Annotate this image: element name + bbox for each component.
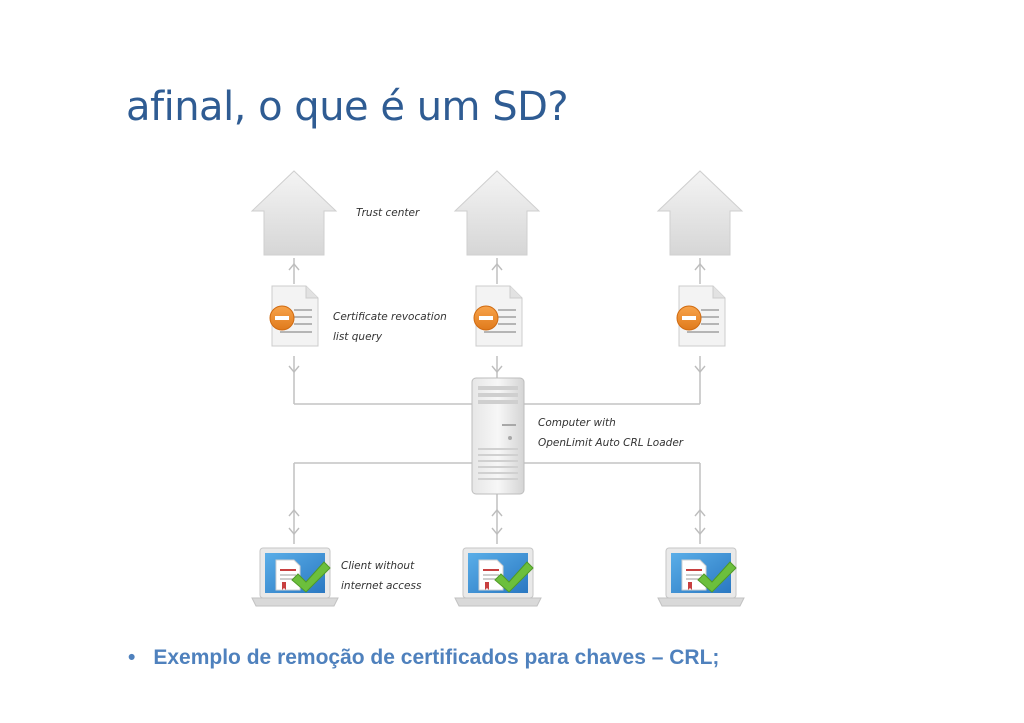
label-client-line2: internet access bbox=[341, 580, 422, 592]
label-crl-line1: Certificate revocation bbox=[333, 311, 447, 323]
minus-badge-icon bbox=[676, 305, 702, 331]
label-computer-line2: OpenLimit Auto CRL Loader bbox=[538, 437, 684, 449]
label-crl-line2: list query bbox=[333, 331, 383, 343]
house-icon bbox=[251, 170, 337, 256]
laptop-icon bbox=[657, 547, 745, 607]
laptop-icon bbox=[251, 547, 339, 607]
label-client-line1: Client without bbox=[341, 560, 415, 572]
house-icon bbox=[657, 170, 743, 256]
server-tower-icon bbox=[471, 377, 525, 495]
label-trust-center: Trust center bbox=[356, 207, 420, 219]
arrow-marks bbox=[288, 262, 706, 536]
bullet-item: • Exemplo de remoção de certificados para… bbox=[128, 646, 719, 670]
label-computer-line1: Computer with bbox=[538, 417, 616, 429]
connector-lines bbox=[293, 258, 701, 544]
bullet-dot: • bbox=[128, 646, 136, 669]
slide-title: afinal, o que é um SD? bbox=[126, 84, 569, 130]
minus-badge-icon bbox=[473, 305, 499, 331]
laptop-icon bbox=[454, 547, 542, 607]
house-icon bbox=[454, 170, 540, 256]
minus-badge-icon bbox=[269, 305, 295, 331]
bullet-text: Exemplo de remoção de certificados para … bbox=[153, 646, 720, 669]
